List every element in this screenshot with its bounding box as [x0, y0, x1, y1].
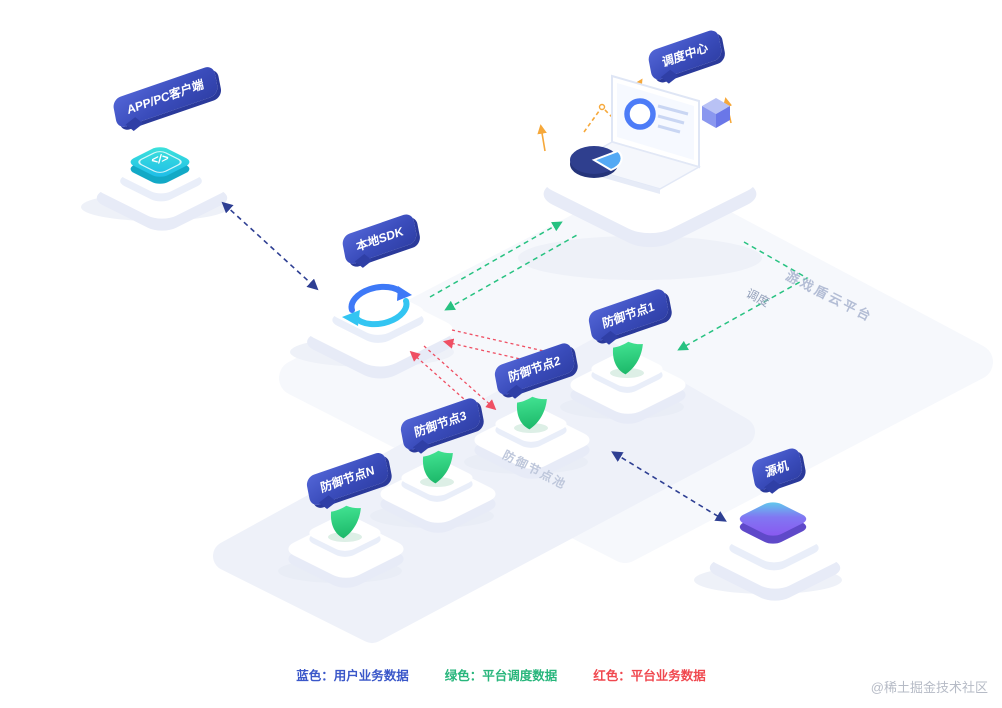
legend: 蓝色：用户业务数据 绿色：平台调度数据 红色：平台业务数据 — [0, 665, 1002, 684]
source-machine-platform — [694, 502, 842, 601]
defense-node-3-platform — [370, 450, 496, 533]
shield-icon — [516, 396, 547, 430]
legend-platform-data: 红色：平台业务数据 — [593, 669, 706, 683]
app-icon-frame — [138, 151, 182, 173]
sync-icon — [342, 283, 412, 328]
edges — [221, 201, 809, 522]
defense-node-n-platform — [278, 505, 404, 588]
legend-user-data: 蓝色：用户业务数据 — [296, 669, 409, 683]
edge-sdk-center — [429, 221, 563, 298]
dashboard-line — [657, 114, 685, 125]
server-icon — [739, 502, 807, 536]
edge-center-node1 — [677, 241, 809, 351]
edge-sdk-node1 — [451, 329, 574, 361]
shield-icon — [612, 341, 643, 375]
dashboard-donut-icon — [624, 98, 656, 130]
edge-center-sdk — [444, 234, 578, 311]
edge-node1-sdk — [442, 338, 565, 370]
shield-icon — [422, 450, 453, 484]
cube-icon — [702, 98, 730, 128]
app-code-icon — [130, 147, 190, 177]
defense-node-2-platform — [464, 396, 590, 479]
watermark: @稀土掘金技术社区 — [870, 680, 988, 695]
edge-client-sdk — [221, 201, 319, 291]
shield-icon — [330, 505, 361, 539]
defense-node-1-platform — [560, 341, 686, 424]
shadow — [518, 236, 762, 280]
legend-scheduling-data: 绿色：平台调度数据 — [444, 669, 558, 683]
dashboard-line — [657, 124, 681, 134]
scheduling-center-platform — [518, 74, 762, 280]
local-sdk-platform — [290, 283, 454, 379]
app-client-platform — [81, 147, 229, 231]
edge-pool-source — [611, 451, 727, 522]
pie-chart-icon — [570, 146, 623, 178]
dashboard-line — [657, 104, 689, 116]
